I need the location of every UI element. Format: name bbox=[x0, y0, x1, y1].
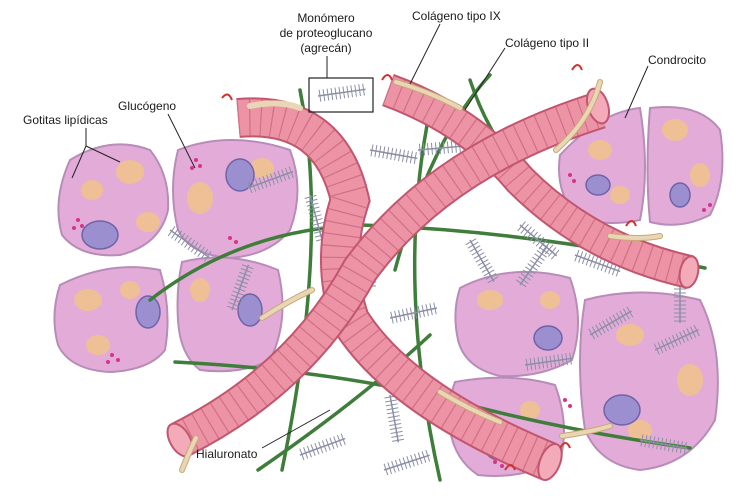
label-collagen-ix: Colágeno tipo IX bbox=[412, 9, 501, 23]
collagen-ix-tips bbox=[221, 64, 637, 471]
proteoglycan-callout-box bbox=[308, 77, 374, 113]
label-proteoglycan-line1: Monómero bbox=[297, 11, 355, 25]
label-chondrocyte: Condrocito bbox=[648, 53, 706, 67]
label-hyaluronate: Hialuronato bbox=[196, 447, 258, 461]
label-collagen-ii: Colágeno tipo II bbox=[505, 36, 589, 50]
collagen-fibril-ends bbox=[166, 87, 700, 482]
label-proteoglycan-line3: (agrecán) bbox=[300, 41, 351, 55]
collagen-type-ii-fibrils bbox=[171, 74, 694, 481]
leader-lines bbox=[71, 23, 649, 449]
lipid-droplets bbox=[74, 119, 710, 440]
label-proteoglycan-line2: de proteoglucano bbox=[280, 26, 373, 40]
label-glycogen: Glucógeno bbox=[118, 99, 176, 113]
label-lipid-droplets: Gotitas lipídicas bbox=[23, 113, 108, 127]
cell-nuclei bbox=[81, 158, 691, 461]
glycogen-granules bbox=[72, 158, 712, 468]
collagen-type-ix bbox=[179, 79, 663, 473]
